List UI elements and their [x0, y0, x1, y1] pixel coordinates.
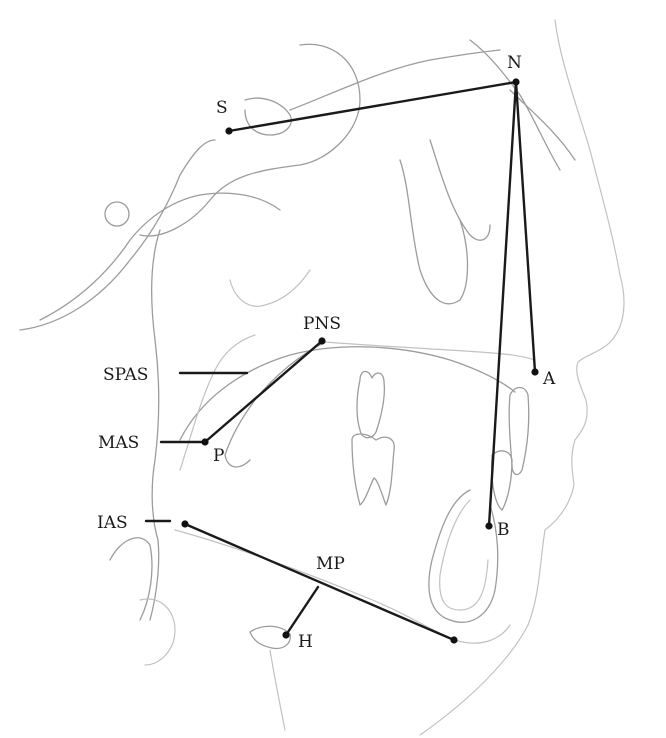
pns-p-line	[203, 339, 324, 444]
orbit-contour	[399, 159, 469, 305]
pterygomaxillary-fissure	[429, 139, 491, 241]
cranial-base-outline	[139, 43, 361, 237]
mandibular-symphysis	[428, 489, 499, 623]
label-pns: PNS	[303, 314, 341, 334]
point-p	[201, 438, 209, 446]
point-go	[181, 520, 189, 528]
mastoid-outline	[229, 269, 311, 307]
lower-incisor	[490, 450, 513, 511]
point-s	[225, 127, 233, 135]
label-b: B	[497, 520, 510, 540]
label-s: S	[216, 98, 228, 118]
soft-tissue-profile	[419, 19, 625, 736]
n-b-line	[487, 80, 518, 528]
label-h: H	[298, 632, 313, 652]
label-a: A	[542, 369, 556, 389]
frontal-bone	[469, 39, 561, 171]
soft-palate	[224, 341, 326, 468]
ramus-posterior	[179, 334, 256, 471]
label-p: P	[213, 446, 224, 466]
mandibular-border	[174, 529, 511, 644]
landmark-labels: S N A B PNS P H MP SPAS MAS IAS	[97, 53, 556, 652]
ear-rod-circle	[104, 201, 130, 227]
mandibular-molar	[351, 433, 395, 506]
occipital-outline	[19, 139, 216, 331]
cervical-vertebra-2	[139, 598, 176, 666]
anatomical-tracing	[19, 19, 625, 736]
hyoid-bone	[249, 625, 291, 650]
anterior-cranial-base	[289, 49, 501, 111]
point-a	[531, 368, 539, 376]
point-n	[512, 78, 520, 86]
sella-contour	[244, 97, 292, 136]
label-mas: MAS	[98, 433, 139, 453]
posterior-pharyngeal-wall	[149, 229, 161, 621]
point-pns	[318, 337, 326, 345]
symphysis-inner	[439, 499, 489, 611]
hyoid-perpendicular-line	[284, 585, 320, 637]
tongue-dorsum	[179, 346, 516, 441]
basi-occiput	[39, 192, 281, 321]
label-ias: IAS	[97, 513, 128, 533]
label-spas: SPAS	[103, 365, 148, 385]
landmark-points	[181, 78, 539, 644]
s-n-line	[227, 80, 518, 133]
point-me	[450, 636, 458, 644]
point-h	[282, 631, 290, 639]
point-b	[485, 522, 493, 530]
label-mp: MP	[316, 554, 345, 574]
label-n: N	[507, 53, 522, 73]
mandibular-plane-line	[183, 522, 456, 642]
hard-palate	[324, 341, 536, 361]
maxillary-molar	[356, 370, 386, 439]
cervical-vertebra	[109, 537, 153, 621]
n-a-line	[514, 80, 537, 374]
measurement-lines	[144, 80, 537, 642]
throat-outline	[269, 649, 286, 731]
upper-incisor	[508, 386, 530, 476]
